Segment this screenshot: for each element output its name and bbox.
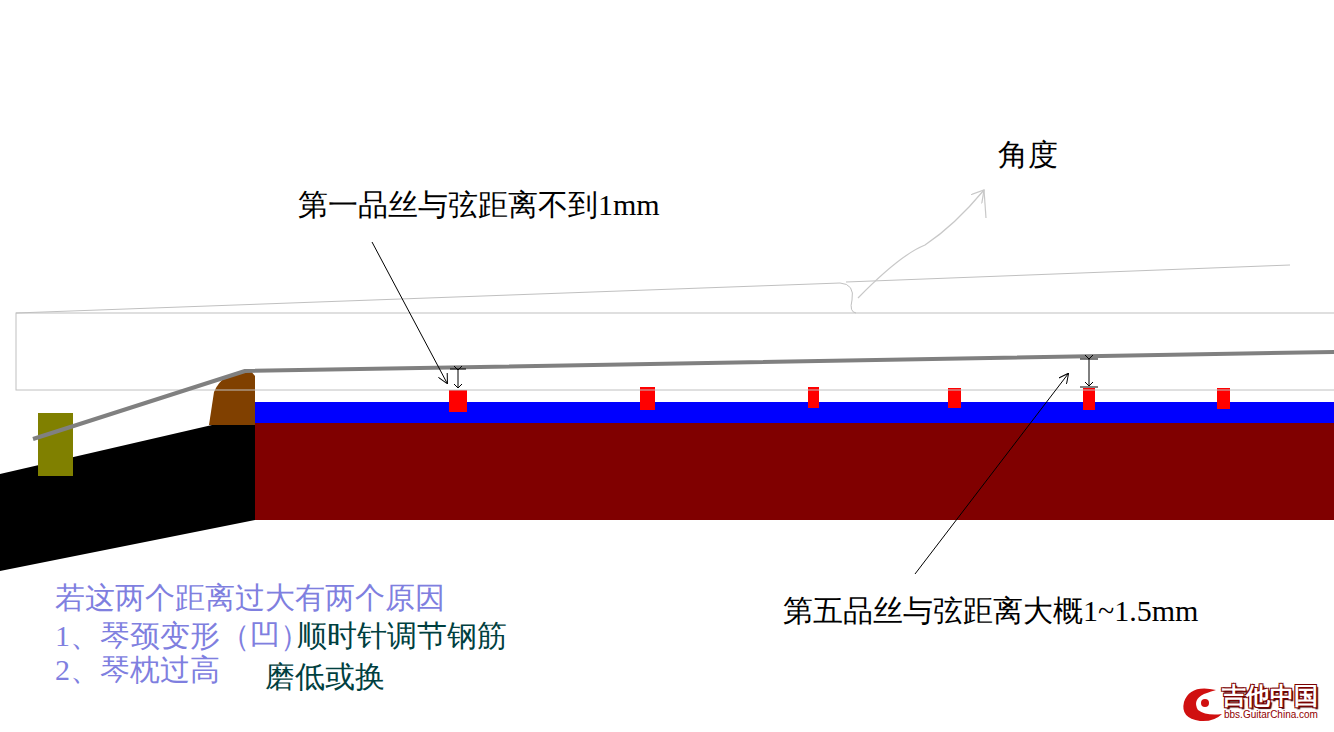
reference-box [16,313,1334,390]
gap-dimension [1089,359,1090,386]
watermark: bbs.GuitarChina.com [1224,710,1318,720]
fifth-fret-note: 第五品丝与弦距离大概1~1.5mm [783,596,1198,626]
fret [1083,388,1095,410]
fret [948,388,961,408]
cause-item: 1、琴颈变形（凹） [55,621,310,651]
gap-dimension [1080,387,1098,388]
cause-item: 2、琴枕过高 [55,655,220,685]
watermark: 吉他中国 [1222,684,1318,708]
gap-dimension [458,370,459,388]
angle-arrow [858,190,984,298]
string [33,352,1334,439]
neck [255,422,1334,520]
watermark-logo [1183,689,1222,722]
angle-arrow [984,190,986,218]
leader-line [372,242,447,383]
remedy-note: 顺时针调节钢筋 [297,621,507,651]
first-fret-note: 第一品丝与弦距离不到1mm [298,190,660,220]
angle-line [846,265,1290,282]
gap-dimension [1080,359,1098,360]
tuner-post [38,413,73,476]
cause-heading: 若这两个距离过大有两个原因 [55,583,445,613]
watermark-logo [1201,699,1209,707]
fret [1217,388,1230,409]
fret [449,390,467,412]
angle-line [16,283,856,313]
angle-label: 角度 [998,140,1058,170]
fretboard [255,402,1334,423]
leader-line [915,374,1068,574]
remedy-note: 磨低或换 [265,662,385,692]
gap-dimension [450,369,466,370]
